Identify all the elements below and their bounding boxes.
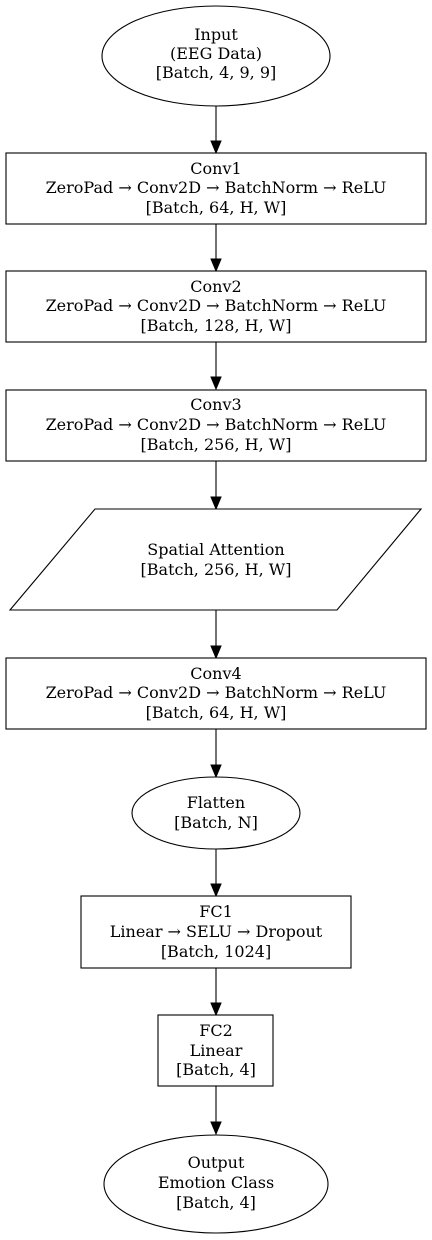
node-conv4-ops: ZeroPad → Conv2D → BatchNorm → ReLU [46, 683, 387, 702]
edge-input-conv1 [210, 106, 222, 155]
node-conv4-title: Conv4 [190, 664, 241, 683]
node-conv3: Conv3 ZeroPad → Conv2D → BatchNorm → ReL… [5, 389, 427, 462]
node-conv1-shape: [Batch, 64, H, W] [146, 198, 287, 217]
node-conv4-shape: [Batch, 64, H, W] [146, 703, 287, 722]
node-fc1-ops: Linear → SELU → Dropout [110, 922, 323, 941]
node-input-shape: [Batch, 4, 9, 9] [156, 63, 277, 82]
edges [210, 106, 222, 1136]
node-flatten: Flatten [Batch, N] [131, 776, 301, 850]
edge-fc2-output [210, 1086, 222, 1136]
node-conv2-ops: ZeroPad → Conv2D → BatchNorm → ReLU [46, 296, 387, 315]
node-input-title: Input [194, 25, 238, 44]
node-output-desc: Emotion Class [158, 1173, 274, 1192]
edge-conv3-attention [210, 461, 222, 511]
node-conv4: Conv4 ZeroPad → Conv2D → BatchNorm → ReL… [5, 657, 427, 730]
node-conv3-ops: ZeroPad → Conv2D → BatchNorm → ReLU [46, 415, 387, 434]
node-fc2-title: FC2 [199, 1021, 233, 1040]
node-conv2-shape: [Batch, 128, H, W] [141, 316, 292, 335]
node-conv1-ops: ZeroPad → Conv2D → BatchNorm → ReLU [46, 178, 387, 197]
node-fc2-shape: [Batch, 4] [176, 1060, 256, 1079]
node-input: Input (EEG Data) [Batch, 4, 9, 9] [101, 5, 331, 107]
node-flatten-shape: [Batch, N] [174, 813, 258, 832]
edge-flatten-fc1 [210, 849, 222, 898]
node-output-title: Output [188, 1153, 245, 1172]
node-fc1-title: FC1 [199, 902, 233, 921]
node-conv2: Conv2 ZeroPad → Conv2D → BatchNorm → ReL… [5, 270, 427, 343]
node-conv2-title: Conv2 [190, 277, 241, 296]
node-fc2: FC2 Linear [Batch, 4] [157, 1014, 274, 1087]
node-fc2-ops: Linear [190, 1041, 243, 1060]
node-fc1: FC1 Linear → SELU → Dropout [Batch, 1024… [80, 895, 352, 969]
node-flatten-title: Flatten [187, 793, 245, 812]
node-fc1-shape: [Batch, 1024] [161, 942, 271, 961]
node-output: Output Emotion Class [Batch, 4] [103, 1134, 329, 1234]
edge-attention-conv4 [210, 610, 222, 660]
edge-conv4-flatten [210, 729, 222, 779]
node-spatial-attention: Spatial Attention [Batch, 256, H, W] [8, 508, 423, 611]
node-attention-shape: [Batch, 256, H, W] [141, 560, 292, 579]
edge-conv2-conv3 [210, 342, 222, 391]
node-attention-title: Spatial Attention [147, 540, 284, 559]
node-conv3-title: Conv3 [190, 395, 241, 414]
node-conv1-title: Conv1 [190, 159, 241, 178]
node-conv1: Conv1 ZeroPad → Conv2D → BatchNorm → ReL… [5, 152, 427, 225]
node-output-shape: [Batch, 4] [176, 1193, 256, 1212]
edge-conv1-conv2 [210, 224, 222, 273]
edge-fc1-fc2 [210, 968, 222, 1017]
node-input-desc: (EEG Data) [170, 44, 262, 63]
node-conv3-shape: [Batch, 256, H, W] [141, 435, 292, 454]
